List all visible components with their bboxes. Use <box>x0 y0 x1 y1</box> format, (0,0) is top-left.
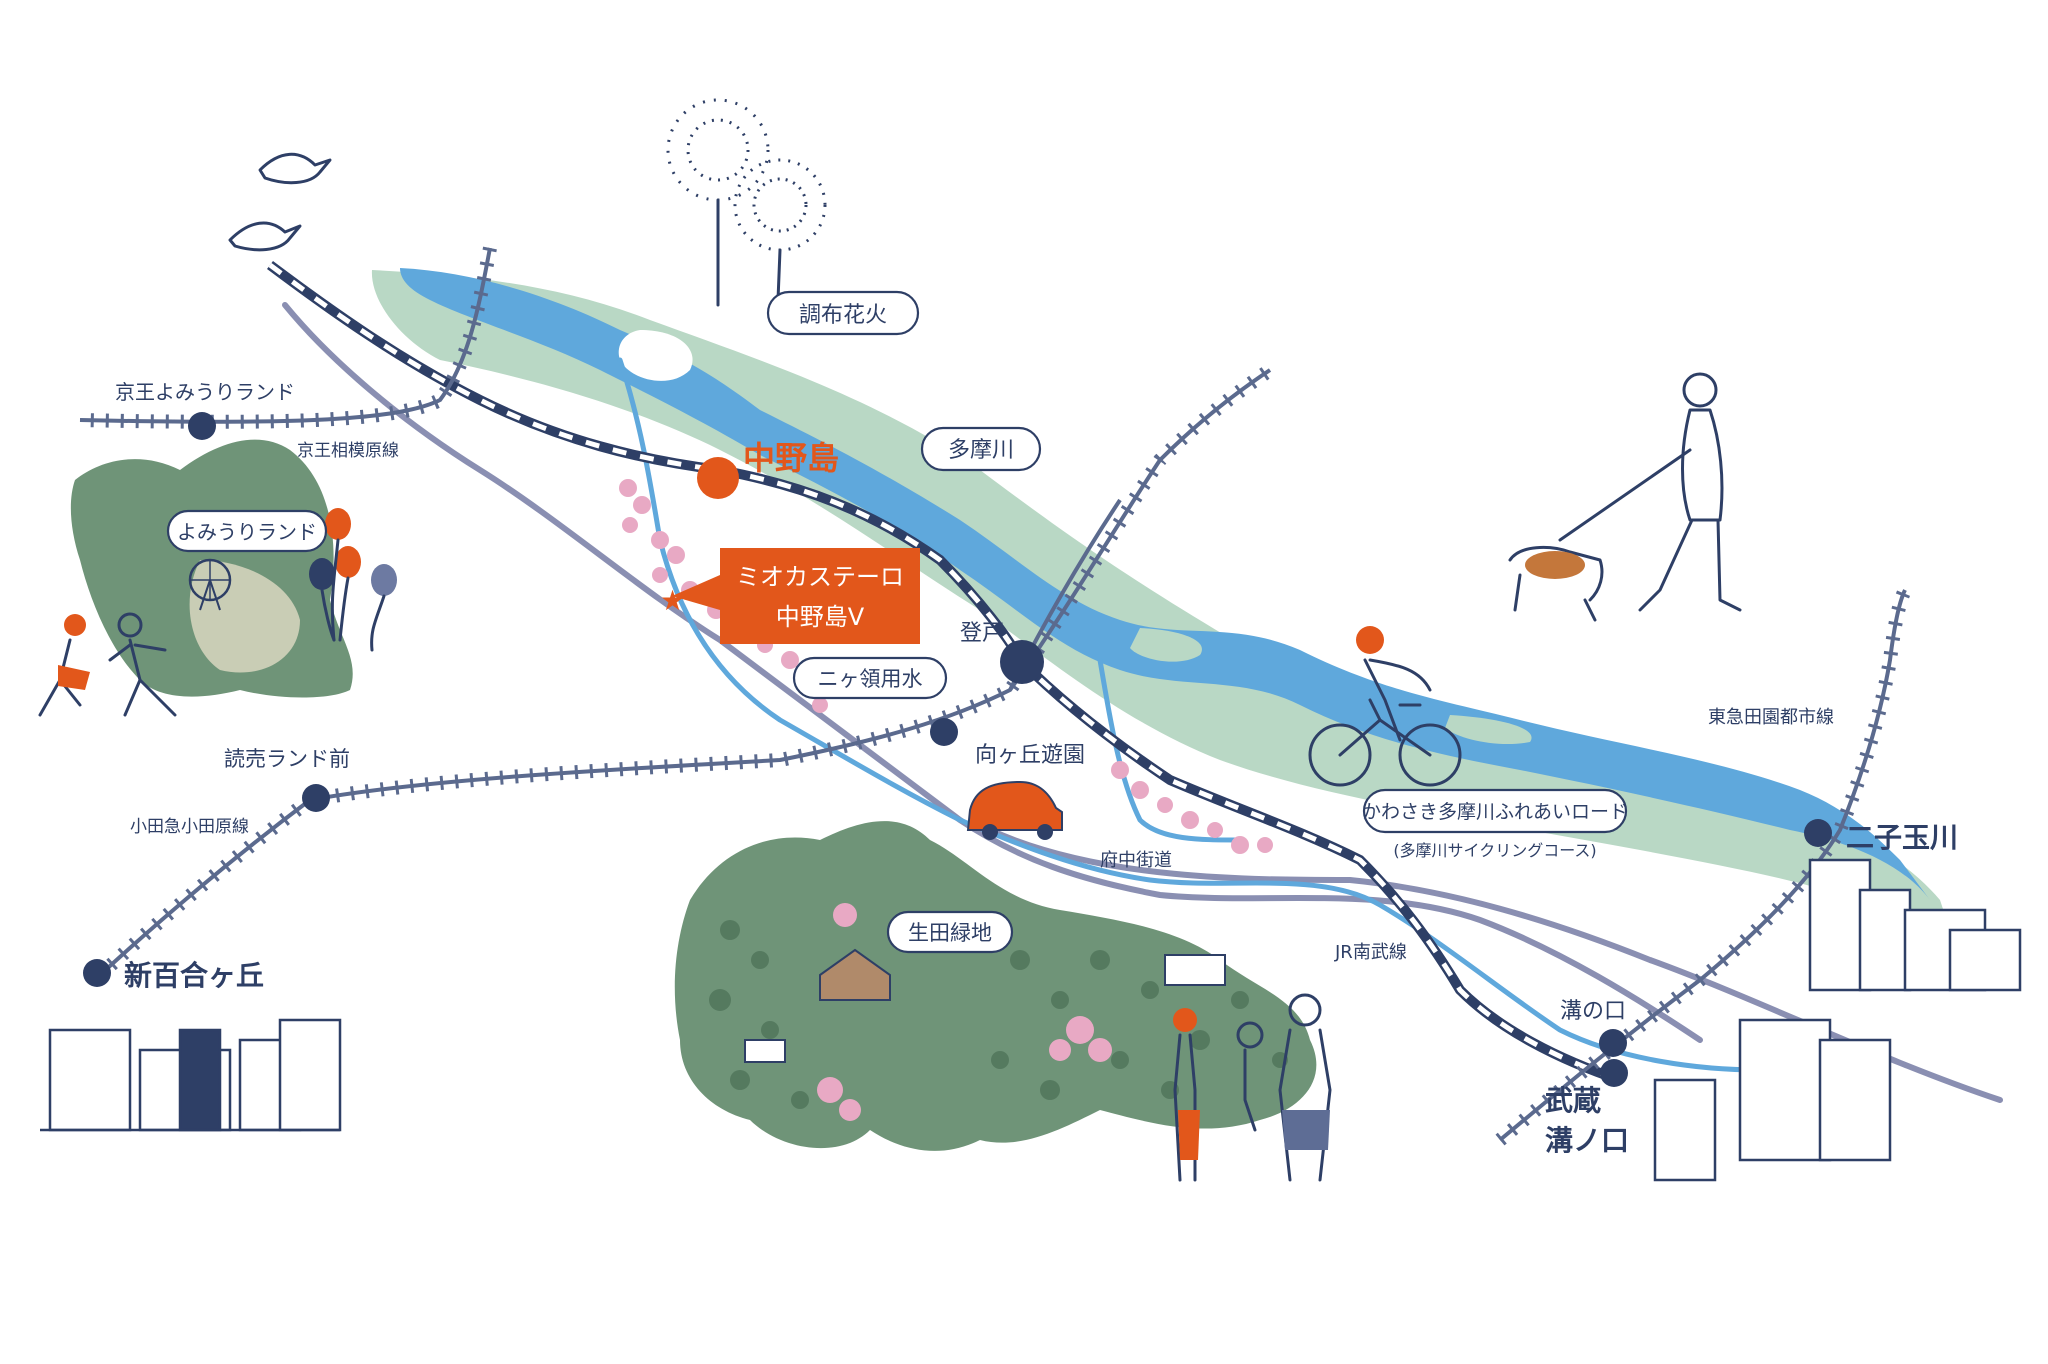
label-jr-nambu-line: JR南武線 <box>1334 942 1407 963</box>
label-chofu-fireworks: 調布花火 <box>766 290 920 336</box>
cyclist-icon <box>1308 626 1462 787</box>
building-icon <box>1808 858 2022 992</box>
star-icon: ★ <box>660 584 685 617</box>
svg-text:中野島Ⅴ: 中野島Ⅴ <box>776 603 865 631</box>
odakyu-odawara-line <box>98 368 1272 977</box>
label-nikaryo-yosui: ニヶ領用水 <box>792 656 948 700</box>
label-fuchu-kaido: 府中街道 <box>1100 850 1172 871</box>
ikuta-ryokuchi-forest <box>674 821 1317 1151</box>
property-callout[interactable]: ミオカステーロ 中野島Ⅴ <box>672 548 920 644</box>
family-icon <box>1173 993 1332 1182</box>
label-noborito: 登戸 <box>960 621 1004 646</box>
label-musashi-mizonokuchi-1: 武蔵 <box>1545 1084 1601 1117</box>
svg-text:よみうりランド: よみうりランド <box>177 520 317 544</box>
sandbar <box>618 330 693 381</box>
label-cycling-course-sub: (多摩川サイクリングコース) <box>1393 841 1596 860</box>
label-mukogaoka-yuen: 向ヶ丘遊園 <box>975 743 1085 768</box>
svg-text:生田緑地: 生田緑地 <box>908 921 992 945</box>
svg-text:調布花火: 調布花火 <box>799 303 887 328</box>
station-noborito[interactable] <box>1000 640 1044 684</box>
label-yomiuriland-mae: 読売ランド前 <box>224 747 350 771</box>
station-futako-tamagawa[interactable] <box>1804 819 1832 847</box>
label-ikuta-ryokuchi: 生田緑地 <box>886 910 1014 954</box>
runners-icon <box>38 612 177 717</box>
svg-text:ニヶ領用水: ニヶ領用水 <box>818 667 923 691</box>
sakura-grove <box>817 903 1112 1121</box>
car-icon <box>966 780 1063 840</box>
canal-branch <box>1097 657 1243 843</box>
station-musashi-mizonokuchi[interactable] <box>1600 1059 1628 1087</box>
label-keio-sagamihara-line: 京王相模原線 <box>297 441 399 461</box>
nikaryo-yosui-canal <box>617 357 1763 1073</box>
svg-text:ミオカステーロ: ミオカステーロ <box>736 563 904 591</box>
label-keio-yomiuriland: 京王よみうりランド <box>115 380 295 404</box>
station-nakanoshima[interactable] <box>697 457 739 499</box>
station-yomiuriland-mae[interactable] <box>302 784 330 812</box>
label-yomiuriland: よみうりランド <box>166 509 328 553</box>
sandbar <box>1130 628 1202 662</box>
label-tamagawa: 多摩川 <box>920 426 1042 472</box>
label-tokyu-denentoshi-line: 東急田園都市線 <box>1708 707 1834 728</box>
label-mizonokuchi: 溝の口 <box>1560 999 1626 1024</box>
label-shinyurigaoka: 新百合ヶ丘 <box>124 959 264 992</box>
svg-text:かわさき多摩川ふれあいロード: かわさき多摩川ふれあいロード <box>1362 801 1628 823</box>
forest-trees <box>709 920 1288 1109</box>
balloon-icon <box>309 508 397 652</box>
label-nakanoshima: 中野島 <box>743 439 839 477</box>
bird-icon <box>228 152 332 252</box>
station-keio-yomiuriland[interactable] <box>188 412 216 440</box>
sandbar <box>1445 715 1532 745</box>
building-icon <box>1164 954 1226 986</box>
building-icon <box>1653 1018 1892 1182</box>
label-futako-tamagawa: 二子玉川 <box>1846 821 1958 854</box>
label-odakyu-odawara-line: 小田急小田原線 <box>130 817 249 837</box>
park-plaza <box>189 560 300 673</box>
building-icon <box>744 1039 786 1063</box>
tama-river <box>400 268 1930 900</box>
station-shinyurigaoka[interactable] <box>83 959 111 987</box>
svg-text:多摩川: 多摩川 <box>948 438 1014 463</box>
building-icon <box>819 948 891 1001</box>
station-mukogaoka-yuen[interactable] <box>930 718 958 746</box>
ferris-wheel-icon <box>188 558 232 611</box>
fireworks-icon <box>666 98 827 307</box>
label-musashi-mizonokuchi-2: 溝ノ口 <box>1545 1124 1629 1157</box>
building-icon <box>40 1018 342 1132</box>
label-kawasaki-cycling-road: かわさき多摩川ふれあいロード <box>1362 788 1628 834</box>
dog-walker-icon <box>1508 372 1742 622</box>
station-mizonokuchi[interactable] <box>1599 1029 1627 1057</box>
